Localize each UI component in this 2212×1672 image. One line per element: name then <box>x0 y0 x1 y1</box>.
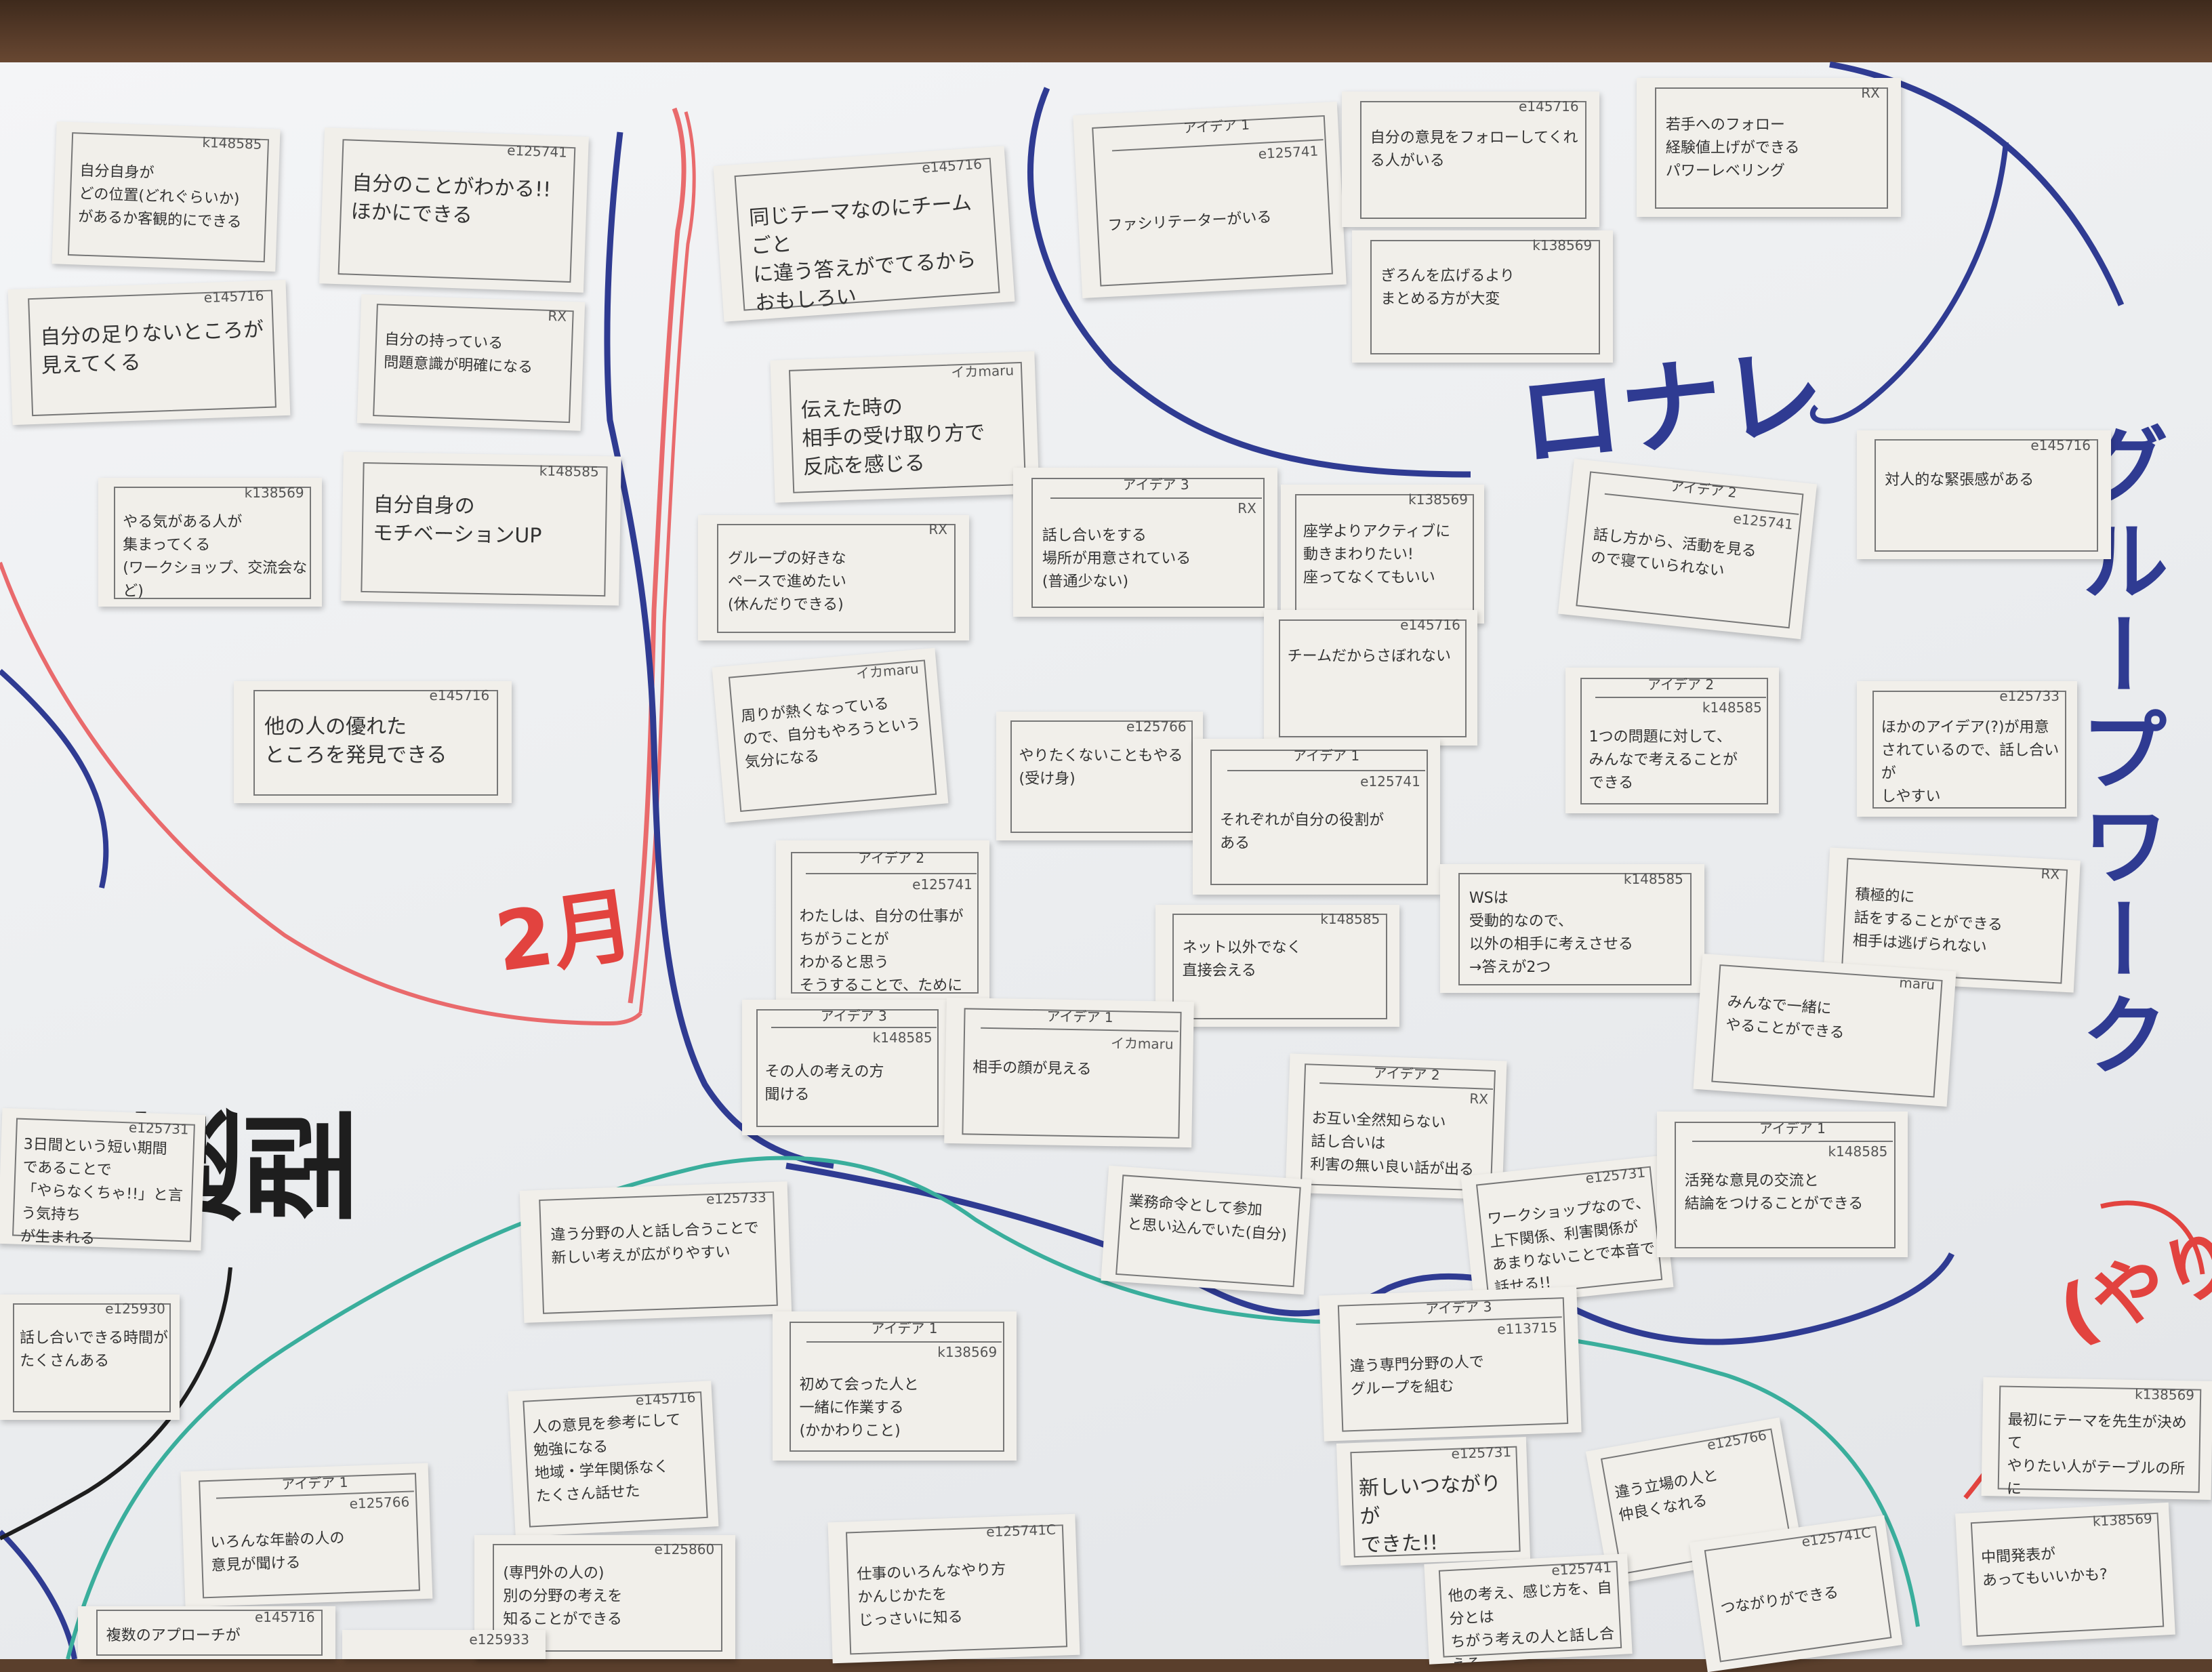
red-divider-line <box>628 107 687 1004</box>
wooden-table-edge <box>0 0 2212 70</box>
red-curve <box>0 561 642 1026</box>
teal-curve <box>66 1156 1920 1659</box>
blue-top-arc <box>1027 87 1471 478</box>
blue-long-curve <box>785 1162 1955 1345</box>
blue-divider-line <box>604 131 834 1169</box>
sticky-note: 業務命令として参加 と思い込んでいた(自分) <box>1101 1165 1312 1295</box>
sticky-note: e125933 <box>342 1630 546 1659</box>
black-curve <box>0 1267 232 1541</box>
red-month-label: 2月 <box>489 878 640 991</box>
